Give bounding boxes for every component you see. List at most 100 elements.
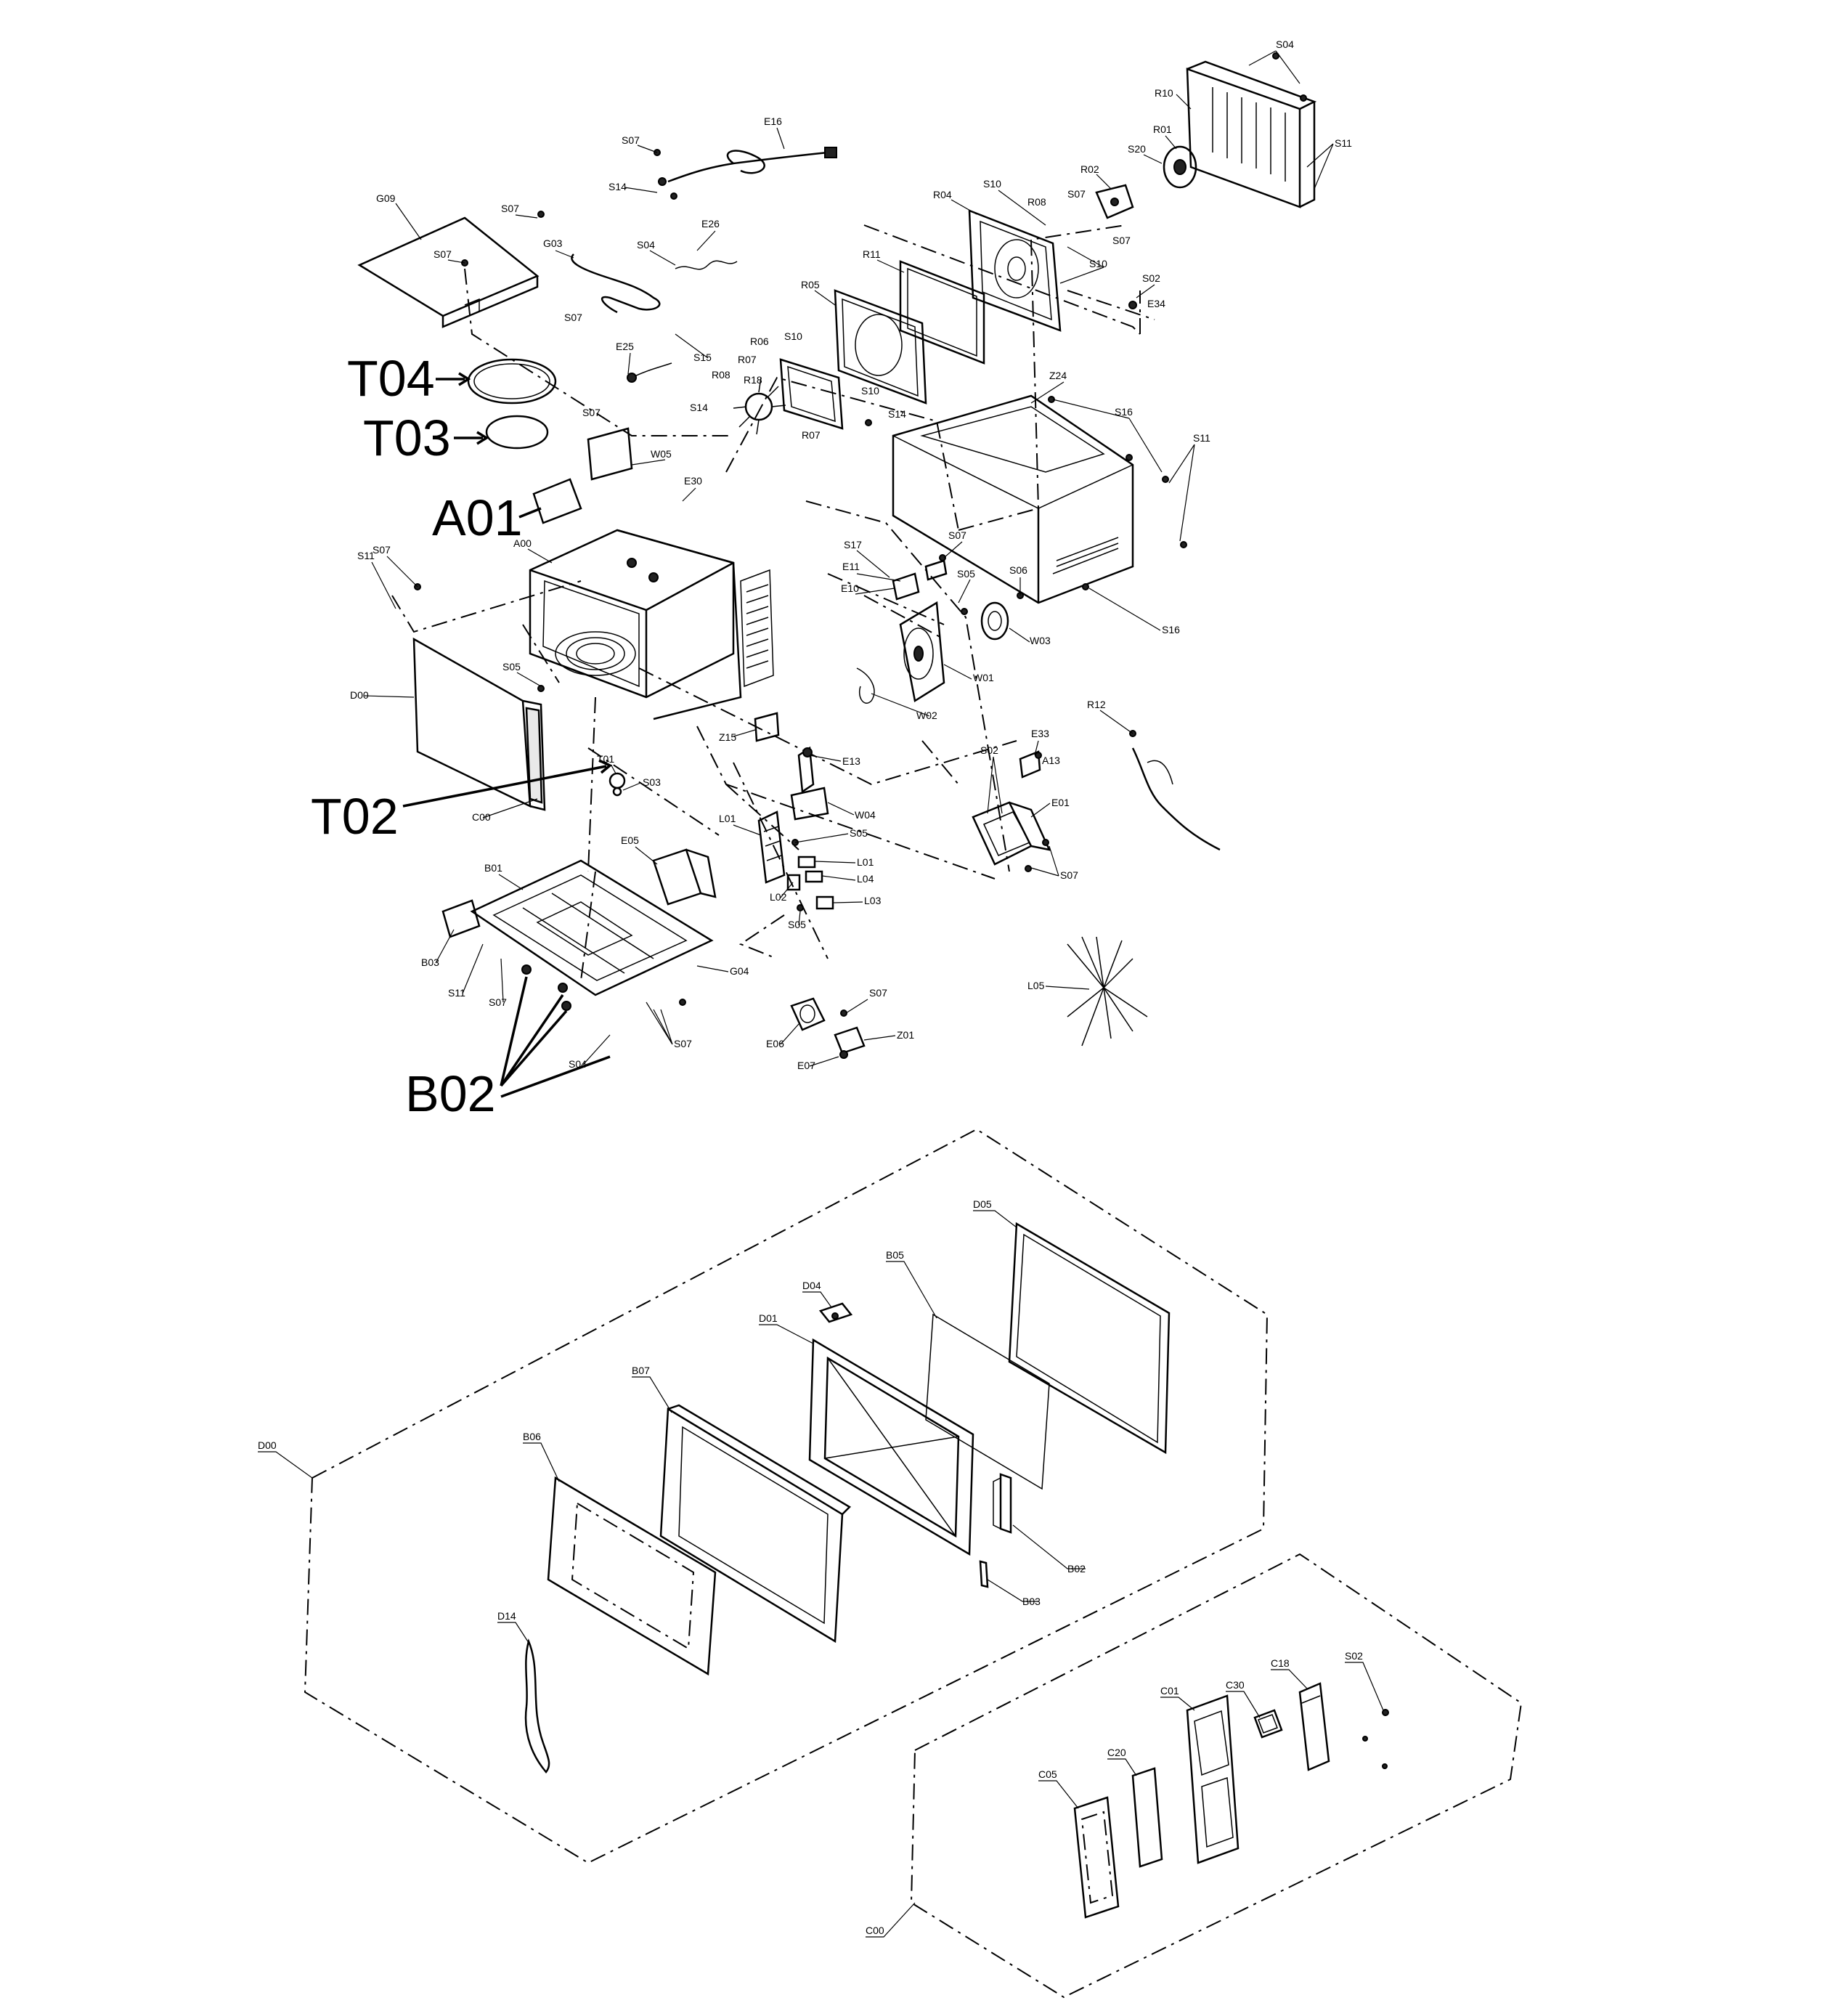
label-E25: E25 bbox=[616, 341, 634, 352]
label-R01: R01 bbox=[1153, 123, 1172, 135]
label-R08-a: R08 bbox=[1027, 196, 1046, 208]
label-S07-l: S07 bbox=[674, 1038, 692, 1049]
transformer-E05 bbox=[652, 848, 717, 906]
label-S07-e: S07 bbox=[433, 248, 452, 260]
label-S14-c: S14 bbox=[888, 408, 906, 420]
label-E13: E13 bbox=[842, 755, 860, 767]
plate-R06 bbox=[779, 358, 844, 430]
label-E01: E01 bbox=[1051, 797, 1070, 808]
label-S05-c: S05 bbox=[850, 827, 868, 839]
label-S05-b: S05 bbox=[502, 661, 521, 673]
handle-B02 bbox=[993, 1473, 1012, 1534]
part-Z01 bbox=[834, 1026, 866, 1059]
leaders-upper bbox=[364, 50, 1334, 1067]
label-R07-a: R07 bbox=[738, 354, 757, 365]
callout-T04: T04 bbox=[347, 350, 435, 407]
wire-bundle-L05 bbox=[1067, 936, 1148, 1047]
callout-A01: A01 bbox=[432, 489, 523, 546]
screws-S02 bbox=[1362, 1709, 1389, 1769]
label-S07-c: S07 bbox=[1112, 235, 1131, 246]
label-B05: B05 bbox=[886, 1249, 904, 1261]
label-S07-k: S07 bbox=[489, 996, 507, 1008]
label-R08-b: R08 bbox=[712, 369, 730, 381]
motor-R01 bbox=[1163, 145, 1197, 189]
label-S05-a: S05 bbox=[957, 568, 975, 580]
fan-guard-R10 bbox=[1186, 60, 1317, 208]
label-B01: B01 bbox=[484, 862, 502, 874]
cavity-A00 bbox=[529, 529, 774, 720]
panel-C01 bbox=[1186, 1694, 1240, 1864]
label-E30: E30 bbox=[684, 475, 702, 487]
label-S10-b: S10 bbox=[1089, 258, 1107, 269]
label-W05: W05 bbox=[651, 448, 672, 460]
label-R18: R18 bbox=[744, 374, 762, 386]
label-S17: S17 bbox=[844, 539, 862, 550]
label-W03: W03 bbox=[1030, 635, 1051, 646]
label-S16-a: S16 bbox=[1115, 406, 1133, 418]
label-B03: B03 bbox=[421, 956, 439, 968]
label-E07: E07 bbox=[797, 1060, 815, 1071]
label-R07-b: R07 bbox=[802, 429, 821, 441]
label-S07-i: S07 bbox=[948, 529, 966, 541]
label-E11: E11 bbox=[842, 561, 860, 572]
label-R05: R05 bbox=[801, 279, 820, 291]
label-E16: E16 bbox=[764, 115, 782, 127]
screws-upper bbox=[414, 52, 1307, 1017]
label-S02-b: S02 bbox=[980, 744, 998, 756]
label-B07: B07 bbox=[632, 1365, 650, 1376]
label-A00: A00 bbox=[513, 537, 532, 549]
label-S10-c: S10 bbox=[784, 330, 802, 342]
callout-B02: B02 bbox=[405, 1065, 496, 1122]
label-D14: D14 bbox=[497, 1610, 516, 1622]
hinge-D04 bbox=[818, 1302, 853, 1323]
label-D00-b: D00 bbox=[258, 1439, 277, 1451]
label-R04: R04 bbox=[933, 189, 952, 200]
label-L04: L04 bbox=[857, 873, 874, 885]
part-A13 bbox=[1019, 750, 1041, 779]
label-C20: C20 bbox=[1107, 1747, 1126, 1758]
label-L03: L03 bbox=[864, 895, 882, 906]
label-G04: G04 bbox=[730, 965, 749, 977]
fan-frame-R04 bbox=[968, 209, 1062, 332]
label-S03: S03 bbox=[643, 776, 661, 788]
fan-W03 bbox=[980, 601, 1009, 641]
membrane-C05 bbox=[1073, 1796, 1120, 1919]
glass-B06 bbox=[547, 1476, 717, 1676]
label-E06: E06 bbox=[766, 1038, 784, 1049]
label-S04-top: S04 bbox=[1276, 38, 1294, 50]
gasket-R11 bbox=[899, 260, 985, 365]
label-G03: G03 bbox=[543, 237, 563, 249]
leaders-lower bbox=[258, 1210, 1384, 1938]
label-S07-h: S07 bbox=[373, 544, 391, 556]
label-S07-j: S07 bbox=[1060, 869, 1078, 881]
label-A13: A13 bbox=[1042, 755, 1060, 766]
inner-door-D01 bbox=[808, 1338, 974, 1556]
cover-plate-G09 bbox=[357, 216, 540, 328]
label-R10: R10 bbox=[1155, 87, 1173, 99]
label-D00-a: D00 bbox=[350, 689, 369, 701]
big-callouts: T04 T03 A01 T02 B02 bbox=[311, 350, 613, 1122]
label-S20: S20 bbox=[1128, 143, 1146, 155]
motor-E06 bbox=[790, 997, 826, 1031]
label-D01: D01 bbox=[759, 1312, 778, 1324]
label-S11-c: S11 bbox=[357, 550, 375, 561]
label-B06: B06 bbox=[523, 1431, 541, 1442]
transformer-E01 bbox=[972, 801, 1051, 866]
label-S07-f: S07 bbox=[564, 312, 582, 323]
label-S07-d: S07 bbox=[501, 203, 519, 214]
ring-T04 bbox=[467, 358, 557, 405]
screen-B05 bbox=[925, 1313, 1050, 1490]
label-L01-b: L01 bbox=[857, 856, 874, 868]
label-S02-c: S02 bbox=[1345, 1650, 1363, 1662]
label-S05-d: S05 bbox=[788, 919, 806, 930]
fan-blade-R18 bbox=[733, 377, 786, 435]
label-S04-b: S04 bbox=[637, 239, 655, 251]
label-R06: R06 bbox=[750, 336, 769, 347]
label-E05: E05 bbox=[621, 834, 639, 846]
label-D05: D05 bbox=[973, 1198, 992, 1210]
label-Z24: Z24 bbox=[1049, 370, 1067, 381]
label-R02: R02 bbox=[1080, 163, 1099, 175]
label-S14-b: S14 bbox=[690, 402, 708, 413]
cabinet-Z24 bbox=[892, 394, 1134, 604]
plate-W05 bbox=[587, 427, 633, 481]
